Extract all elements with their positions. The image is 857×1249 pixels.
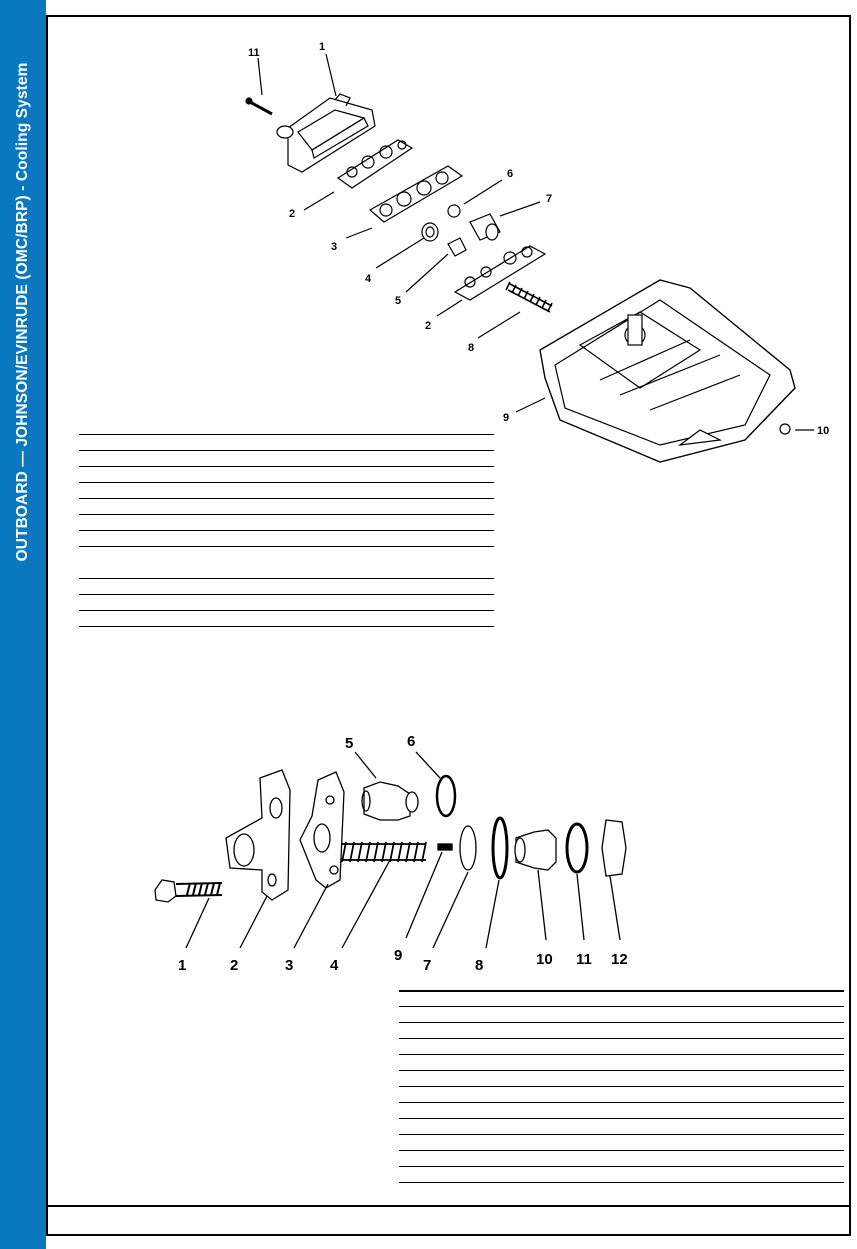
callout-8: 8	[475, 957, 483, 974]
callout-2-lower: 2	[425, 320, 431, 332]
callout-1: 1	[319, 41, 325, 53]
callout-10: 10	[817, 425, 829, 437]
callout-4: 4	[330, 957, 339, 974]
callout-7: 7	[423, 957, 431, 974]
callout-3: 3	[331, 241, 337, 253]
exploded-diagram-poppet-valve: 5 6 1 2 3 4 9 7 8 10 11 12	[154, 733, 628, 974]
callout-10: 10	[536, 951, 553, 968]
callout-3: 3	[285, 957, 293, 974]
callout-9: 9	[394, 947, 402, 964]
callout-1: 1	[178, 957, 186, 974]
callout-11: 11	[248, 47, 260, 59]
callout-5: 5	[345, 735, 353, 752]
callout-11: 11	[576, 951, 592, 968]
callout-7: 7	[546, 193, 552, 205]
callout-5: 5	[395, 295, 401, 307]
callout-4: 4	[365, 273, 372, 285]
callout-8: 8	[468, 342, 474, 354]
callout-6: 6	[507, 168, 513, 180]
exploded-diagram-thermostat: 11 1 2 3 6 7 4 5 2 8 9 10	[245, 41, 829, 463]
sidebar-band: OUTBOARD — JOHNSON/EVINRUDE (OMC/BRP) - …	[0, 0, 46, 1249]
page-frame	[46, 15, 851, 1236]
callout-9: 9	[503, 412, 509, 424]
callout-2-upper: 2	[289, 208, 295, 220]
callout-12: 12	[611, 951, 628, 968]
callout-6: 6	[407, 733, 415, 750]
footer-divider	[46, 1205, 851, 1207]
callout-2: 2	[230, 957, 238, 974]
